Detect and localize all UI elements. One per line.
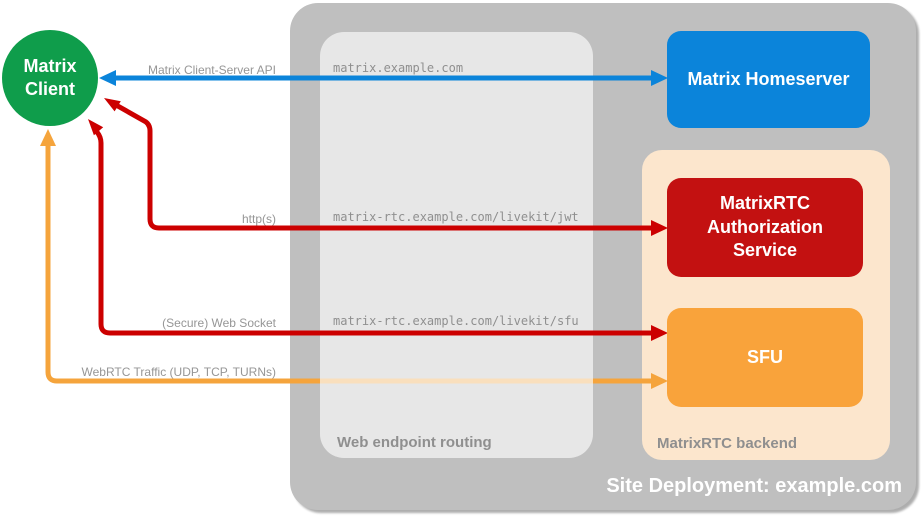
web-endpoint-routing-container: Web endpoint routing — [320, 32, 593, 458]
web-socket-label: (Secure) Web Socket — [162, 316, 276, 330]
sfu-label: SFU — [747, 346, 783, 367]
endpoint-matrix-url: matrix.example.com — [333, 61, 464, 75]
site-deployment-label: Site Deployment: example.com — [606, 475, 902, 497]
matrix-client-node: Matrix Client — [2, 30, 98, 126]
api-arrowhead-client — [99, 70, 116, 86]
matrixrtc-auth-service-node: MatrixRTC Authorization Service — [667, 178, 863, 277]
matrix-client-label: Matrix Client — [23, 55, 77, 99]
web-socket-arrowhead-client — [88, 119, 104, 136]
https-label: http(s) — [241, 212, 276, 226]
endpoint-livekit-jwt-url: matrix-rtc.example.com/livekit/jwt — [333, 210, 579, 224]
webrtc-traffic-label: WebRTC Traffic (UDP, TCP, TURNs) — [81, 365, 277, 379]
sfu-node: SFU — [667, 308, 863, 407]
https-arrowhead-client — [104, 98, 121, 112]
matrix-homeserver-node: Matrix Homeserver — [667, 31, 870, 128]
endpoint-livekit-sfu-url: matrix-rtc.example.com/livekit/sfu — [333, 314, 579, 328]
web-endpoint-routing-label: Web endpoint routing — [337, 434, 492, 451]
client-server-api-label: Matrix Client-Server API — [147, 63, 276, 77]
matrix-homeserver-label: Matrix Homeserver — [687, 68, 850, 89]
matrixrtc-backend-label: MatrixRTC backend — [657, 435, 798, 452]
matrixrtc-auth-service-label: MatrixRTC Authorization Service — [707, 193, 823, 261]
webrtc-arrowhead-client — [40, 129, 56, 146]
